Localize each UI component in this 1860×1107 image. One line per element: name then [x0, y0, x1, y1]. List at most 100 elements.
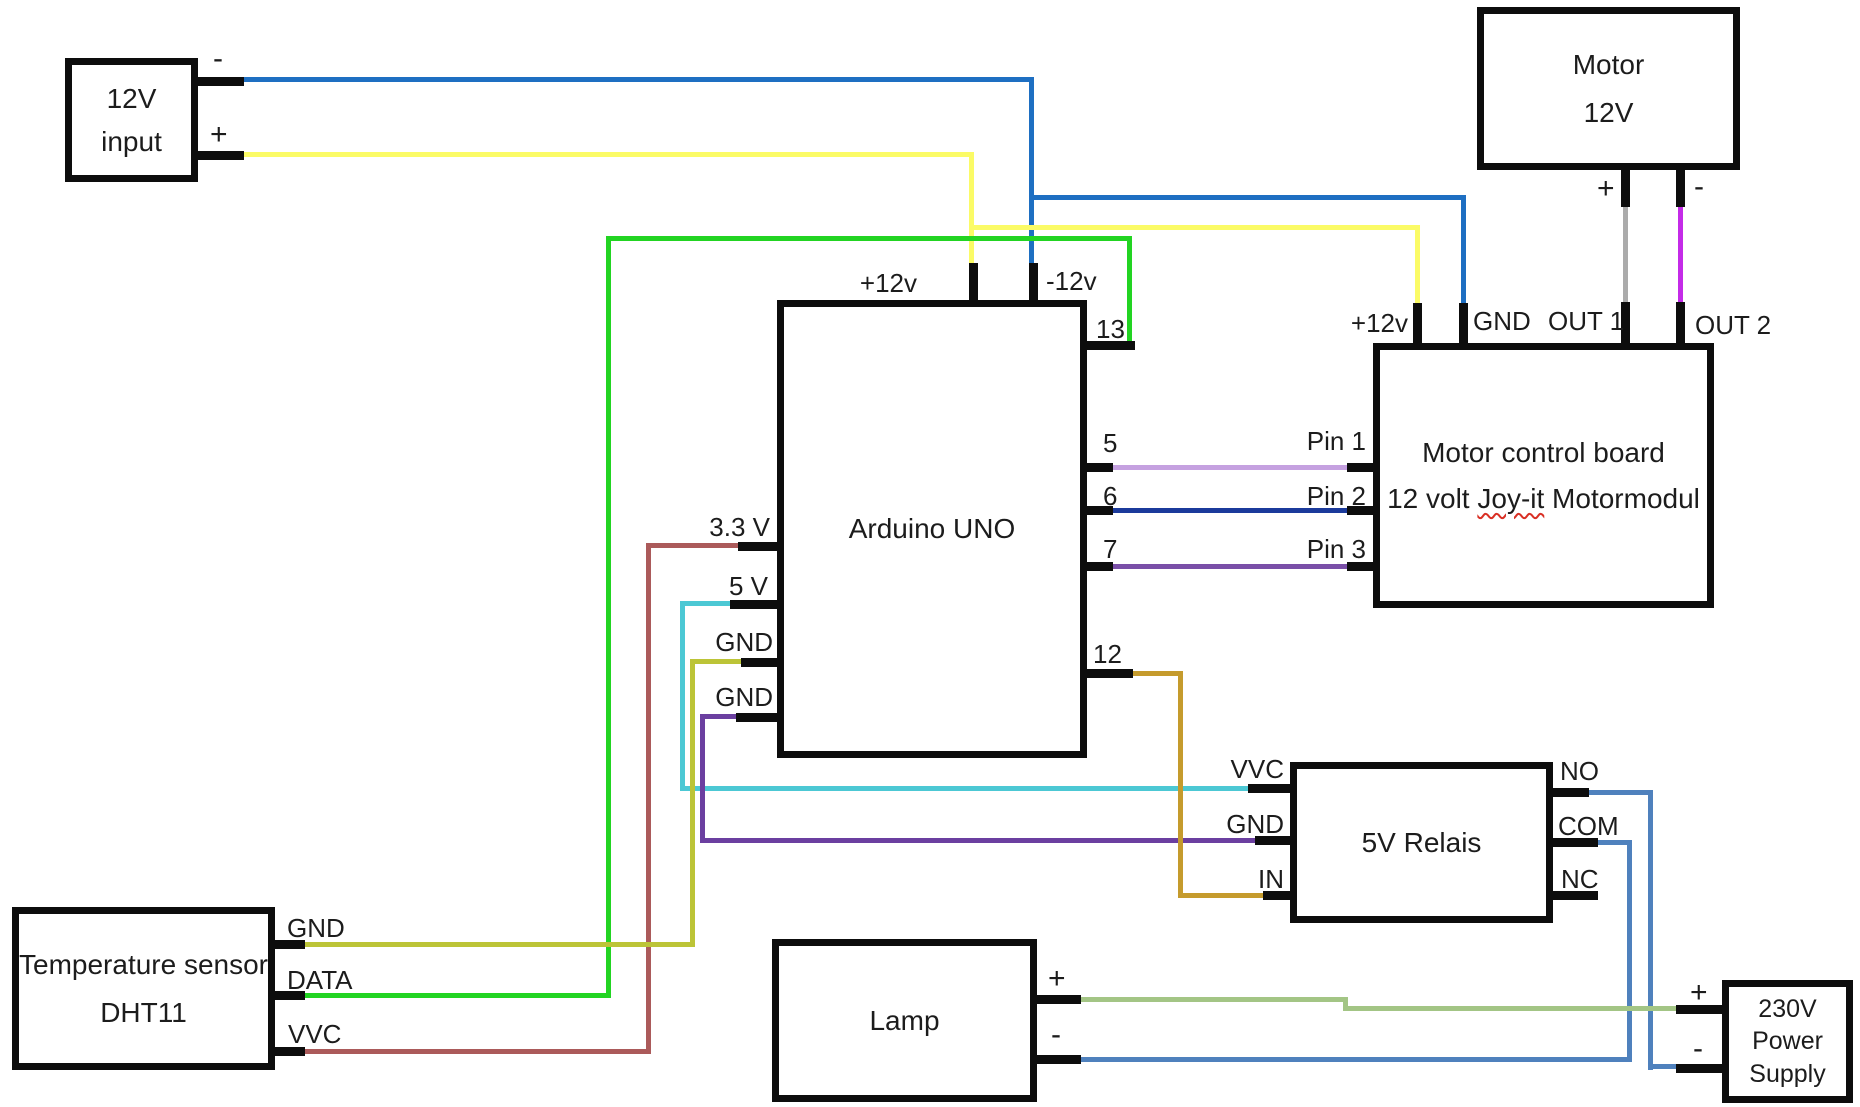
- label-arduino-p12: +12v: [859, 268, 917, 298]
- pin-stub-board-p12: [1413, 303, 1422, 343]
- label-relais-vvc: VVC: [1230, 754, 1284, 784]
- wire-segment: [1178, 671, 1183, 898]
- box-lamp: Lamp: [772, 939, 1037, 1102]
- wire-segment: [1627, 840, 1632, 1062]
- label-board-pin2: Pin 2: [1306, 481, 1366, 511]
- box-title: 12V: [106, 82, 157, 114]
- label-arduino-12: 12: [1093, 639, 1122, 669]
- wire-segment: [1590, 840, 1632, 845]
- pin-stub-sensor-data: [275, 991, 305, 1000]
- pin-stub-relais-vvc: [1248, 784, 1290, 793]
- wire-segment: [700, 838, 1262, 843]
- pin-stub-relais-no: [1553, 788, 1589, 797]
- wire-d7-pin3: [1108, 564, 1352, 569]
- subtitle-pre: 12 volt: [1387, 482, 1478, 514]
- label-arduino-7: 7: [1103, 534, 1118, 564]
- wire-segment: [646, 543, 651, 1054]
- pin-stub-relais-gnd: [1255, 836, 1290, 845]
- label-arduino-gnd2: GND: [715, 682, 773, 712]
- label-relais-gnd: GND: [1226, 809, 1284, 839]
- box-title: Arduino UNO: [848, 513, 1016, 545]
- label-board-p12: +12v: [1350, 308, 1408, 338]
- wire-segment: [969, 225, 1420, 230]
- label-motor-plus: +: [1597, 172, 1615, 205]
- label-arduino-13: 13: [1096, 314, 1125, 344]
- pin-stub-board-gnd: [1459, 303, 1468, 343]
- box-title: Motor: [1572, 49, 1645, 81]
- box-title: Motor control board: [1422, 437, 1665, 469]
- box-title: 230V: [1758, 995, 1817, 1024]
- pin-stub-relais-nc: [1553, 891, 1598, 900]
- wire-segment: [1343, 1006, 1683, 1011]
- box-title: 5V Relais: [1361, 826, 1482, 858]
- label-arduino-5: 5: [1103, 428, 1118, 458]
- pin-stub-arduino-gnd1: [741, 658, 777, 667]
- wire-segment: [1058, 997, 1348, 1002]
- wire-segment: [700, 714, 742, 719]
- wire-segment: [680, 601, 685, 791]
- pin-stub-psu-minus: [1676, 1064, 1722, 1073]
- label-lamp-minus: -: [1051, 1018, 1061, 1051]
- box-temperature-sensor: Temperature sensor DHT11: [12, 907, 275, 1070]
- subtitle-post: Motormodul: [1544, 482, 1700, 514]
- wire-segment: [1585, 790, 1653, 795]
- label-board-pin1: Pin 1: [1306, 426, 1366, 456]
- label-lamp-plus: +: [1048, 962, 1066, 995]
- pin-stub-lamp-minus: [1037, 1055, 1081, 1064]
- pin-stub-board-out1: [1621, 302, 1630, 343]
- pin-stub-arduino-p12: [969, 263, 978, 301]
- pin-stub-board-pin2: [1347, 506, 1373, 515]
- pin-stub-arduino-n12: [1029, 263, 1038, 301]
- label-arduino-n12: -12v: [1046, 266, 1097, 296]
- box-motor-control-board: Motor control board 12 volt Joy-it Motor…: [1373, 343, 1714, 608]
- box-title: DHT11: [100, 996, 187, 1028]
- wire-segment: [1461, 195, 1466, 309]
- wire-segment: [303, 993, 611, 998]
- wire-segment: [606, 236, 611, 993]
- pin-stub-relais-com: [1553, 838, 1598, 847]
- wire-d5-pin1: [1108, 465, 1352, 470]
- pin-stub-arduino-12: [1087, 669, 1133, 678]
- pin-stub-arduino-gnd2: [736, 713, 777, 722]
- label-relais-com: COM: [1558, 811, 1619, 841]
- pin-stub-arduino-5v: [730, 600, 777, 609]
- box-title: input: [101, 126, 162, 157]
- wire-segment: [1178, 893, 1270, 898]
- label-board-out2: OUT 2: [1695, 310, 1772, 340]
- wire-segment: [1648, 1064, 1682, 1069]
- pin-stub-input-minus: [198, 77, 244, 86]
- label-board-out1: OUT 1: [1548, 306, 1625, 336]
- label-psu-plus: +: [1690, 976, 1708, 1009]
- box-5v-relais: 5V Relais: [1290, 762, 1553, 923]
- wire-out1-motor-plus: [1623, 203, 1628, 305]
- label-motor-minus: -: [1694, 170, 1704, 203]
- box-12v-input: 12V input: [65, 58, 198, 182]
- box-title: 12V: [1583, 96, 1634, 128]
- box-arduino-uno: Arduino UNO: [777, 300, 1087, 758]
- wire-segment: [680, 786, 1254, 791]
- pin-stub-board-out2: [1676, 302, 1685, 343]
- wire-segment: [969, 152, 974, 269]
- label-arduino-6: 6: [1103, 481, 1118, 511]
- pin-stub-arduino-13: [1087, 341, 1135, 350]
- label-input-plus: +: [210, 118, 228, 151]
- pin-stub-lamp-plus: [1037, 995, 1081, 1004]
- wire-segment: [1108, 671, 1183, 676]
- box-subtitle: 12 volt Joy-it Motormodul: [1387, 482, 1700, 514]
- pin-stub-psu-plus: [1676, 1005, 1722, 1014]
- box-title: Temperature sensor: [19, 949, 269, 981]
- label-sensor-vvc: VVC: [288, 1019, 342, 1049]
- wire-segment: [1648, 790, 1653, 1070]
- pin-stub-input-plus: [198, 151, 244, 160]
- subtitle-joyit: Joy-it: [1477, 482, 1545, 514]
- label-relais-no: NO: [1560, 756, 1599, 786]
- pin-stub-motor-minus: [1676, 167, 1685, 207]
- label-input-minus: -: [213, 42, 223, 75]
- label-arduino-5v: 5 V: [728, 571, 768, 601]
- wire-segment: [680, 601, 734, 606]
- label-board-pin3: Pin 3: [1306, 534, 1366, 564]
- wire-segment: [303, 1049, 651, 1054]
- label-board-gnd: GND: [1473, 306, 1531, 336]
- pin-stub-sensor-gnd: [275, 940, 305, 949]
